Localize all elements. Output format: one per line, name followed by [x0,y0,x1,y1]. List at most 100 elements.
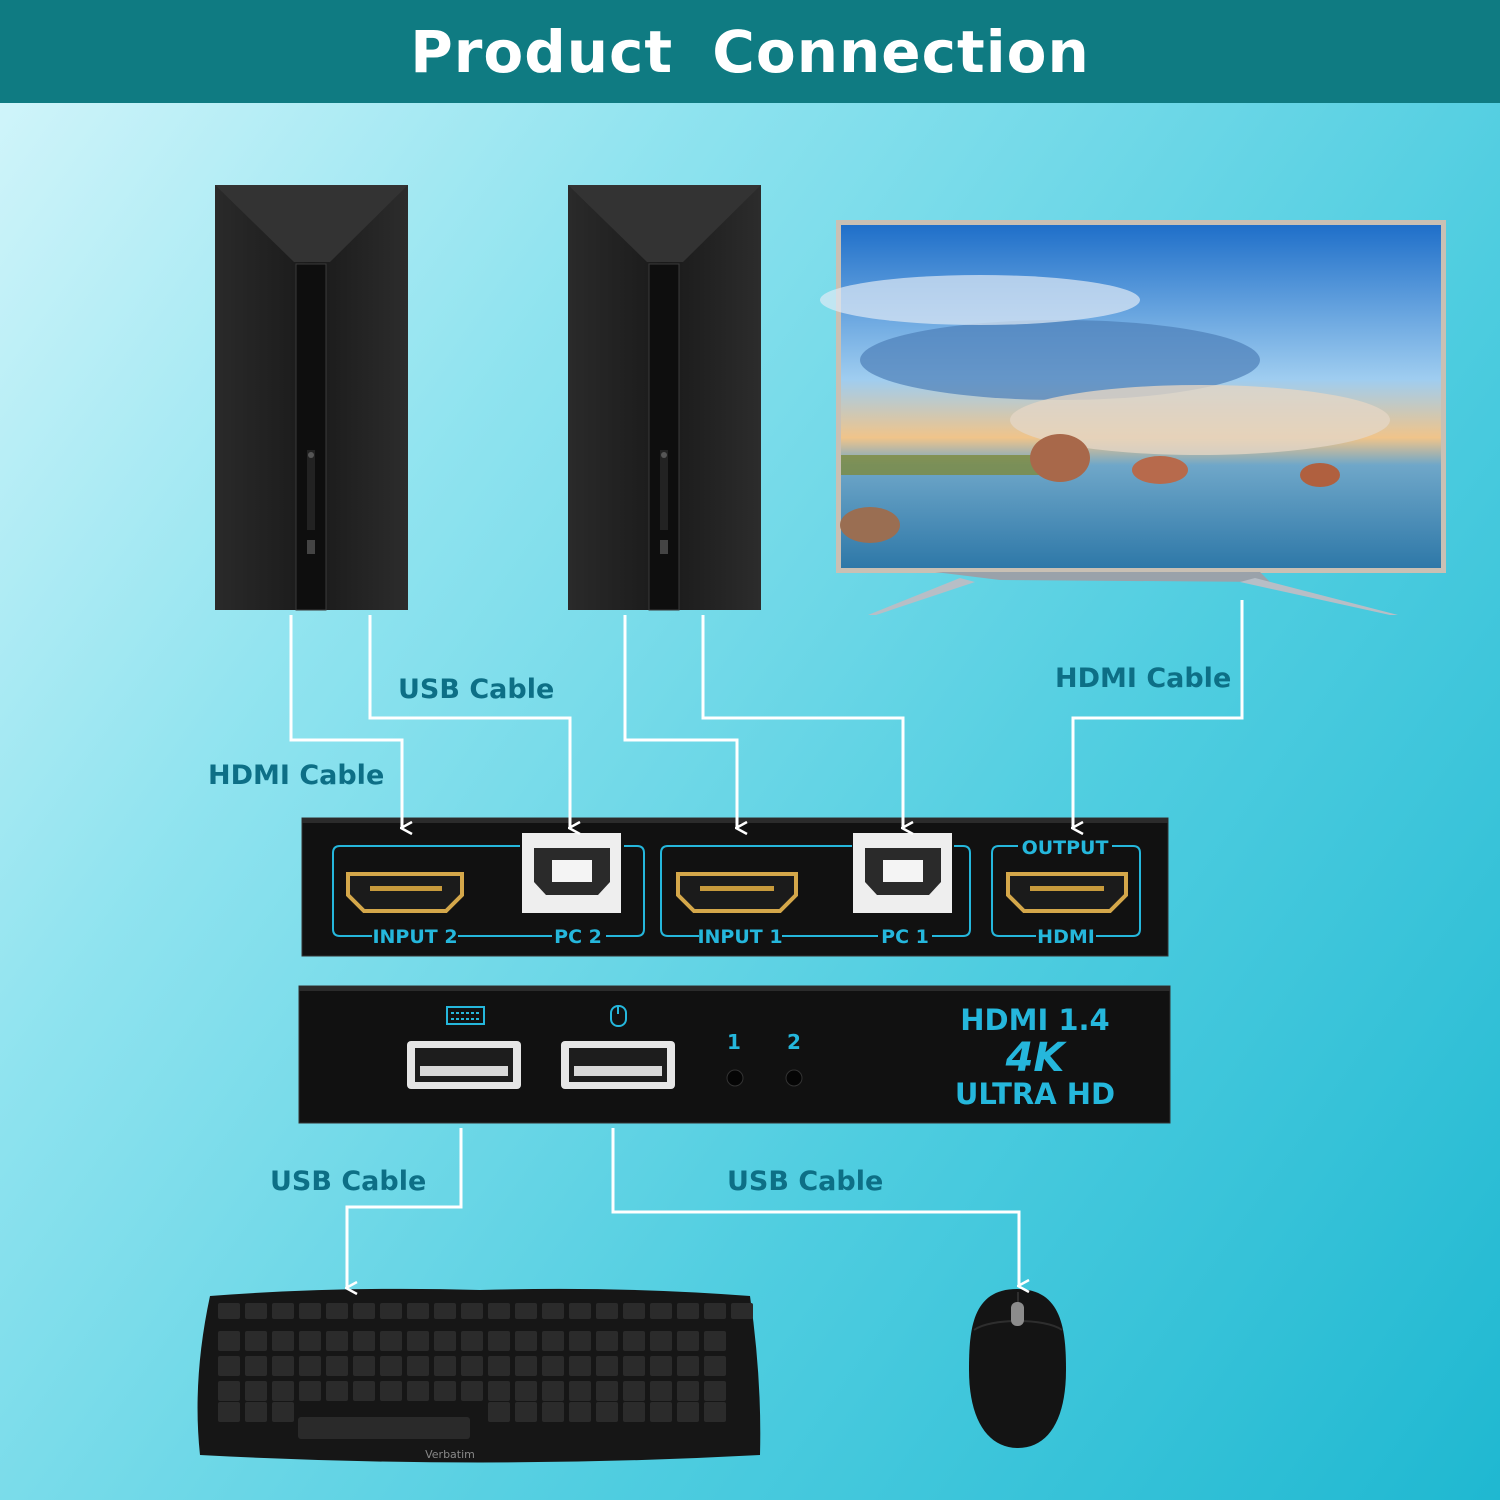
keyboard-key [515,1381,537,1401]
keyboard-key [650,1356,672,1376]
output-label: OUTPUT [1022,837,1109,859]
keyboard-usb-cable-label: USB Cable [270,1166,427,1197]
keyboard-key [407,1303,429,1319]
keyboard-key [272,1303,294,1319]
keyboard-key [569,1331,591,1351]
pc2-hdmi-cable [289,615,402,828]
keyboard-key [299,1356,321,1376]
led1-indicator [726,1069,744,1087]
keyboard-key [677,1381,699,1401]
keyboard-key [245,1331,267,1351]
keyboard-key [677,1303,699,1319]
pc2-usb-cable [368,615,570,828]
keyboard-key [650,1303,672,1319]
keyboard-key [596,1356,618,1376]
spec-hdmi-version: HDMI 1.4 [960,1003,1109,1037]
mouse [969,1289,1066,1448]
keyboard-key [245,1356,267,1376]
keyboard-usb-cable [347,1128,463,1288]
pc2-hdmi-cable-label: HDMI Cable [208,760,385,791]
keyboard-key [596,1402,618,1422]
keyboard-key [299,1303,321,1319]
keyboard-key [272,1331,294,1351]
keyboard-key [542,1356,564,1376]
keyboard-key [245,1381,267,1401]
keyboard-key [650,1381,672,1401]
header-bar: Product Connection [0,0,1500,103]
keyboard-key [488,1303,510,1319]
keyboard: Verbatim [197,1288,761,1463]
monitor-hdmi-cable-label: HDMI Cable [1055,663,1232,694]
keyboard-key [245,1402,267,1422]
keyboard-key [515,1303,537,1319]
keyboard-key [434,1303,456,1319]
keyboard-key [569,1356,591,1376]
keyboard-key [380,1356,402,1376]
mouse-icon [610,1005,627,1027]
pc1-label: PC 1 [881,926,929,948]
keyboard-key [488,1402,510,1422]
keyboard-key [407,1356,429,1376]
keyboard-key [245,1303,267,1319]
pc1-usb-cable [701,615,903,828]
pc2-usb-cable-label: USB Cable [398,674,555,705]
keyboard-key [218,1331,240,1351]
kvm-front-panel: 1 2 HDMI 1.4 4K ULTRA HD [298,985,1171,1124]
keyboard-key [326,1331,348,1351]
usb-b-port-pc2 [522,833,621,913]
keyboard-key [326,1356,348,1376]
pc2-tower [215,185,408,611]
keyboard-brand: Verbatim [425,1448,475,1461]
keyboard-key [461,1331,483,1351]
keyboard-key [704,1303,726,1319]
keyboard-key [407,1381,429,1401]
keyboard-key [380,1303,402,1319]
monitor [820,220,1446,615]
keyboard-key [704,1331,726,1351]
keyboard-key [434,1331,456,1351]
keyboard-key [272,1356,294,1376]
keyboard-key [353,1303,375,1319]
input2-label: INPUT 2 [372,926,457,948]
keyboard-key [569,1402,591,1422]
keyboard-key [488,1381,510,1401]
keyboard-key [542,1331,564,1351]
keyboard-key [623,1402,645,1422]
spec-ultra-hd: ULTRA HD [955,1077,1115,1111]
keyboard-key [650,1331,672,1351]
hdmi-port-output [1006,872,1128,913]
spec-4k: 4K [1005,1035,1068,1081]
keyboard-key [272,1381,294,1401]
keyboard-key [407,1331,429,1351]
keyboard-key [542,1381,564,1401]
cables [289,600,1244,1288]
keyboard-key [542,1402,564,1422]
keyboard-key [434,1356,456,1376]
keyboard-key [704,1381,726,1401]
page-title: Product Connection [410,17,1090,86]
monitor-hdmi-cable [1073,600,1244,828]
keyboard-key [218,1356,240,1376]
keyboard-key [569,1303,591,1319]
led2-indicator [785,1069,803,1087]
keyboard-key [623,1356,645,1376]
keyboard-key [731,1303,753,1319]
hdmi-port-input1 [676,872,798,913]
keyboard-key [218,1402,240,1422]
kvm-back-panel: INPUT 2 PC 2 INPUT 1 PC 1 OUTPUT HDMI [301,817,1169,957]
keyboard-key [515,1331,537,1351]
keyboard-key [434,1381,456,1401]
keyboard-key [623,1381,645,1401]
keyboard-icon [446,1006,485,1025]
keyboard-key [218,1381,240,1401]
keyboard-key [353,1331,375,1351]
input1-label: INPUT 1 [697,926,782,948]
usb-a-port-mouse [561,1041,675,1089]
keyboard-key [515,1356,537,1376]
keyboard-key [704,1402,726,1422]
keyboard-key [380,1331,402,1351]
keyboard-key [596,1381,618,1401]
keyboard-key [326,1303,348,1319]
keyboard-key [461,1381,483,1401]
